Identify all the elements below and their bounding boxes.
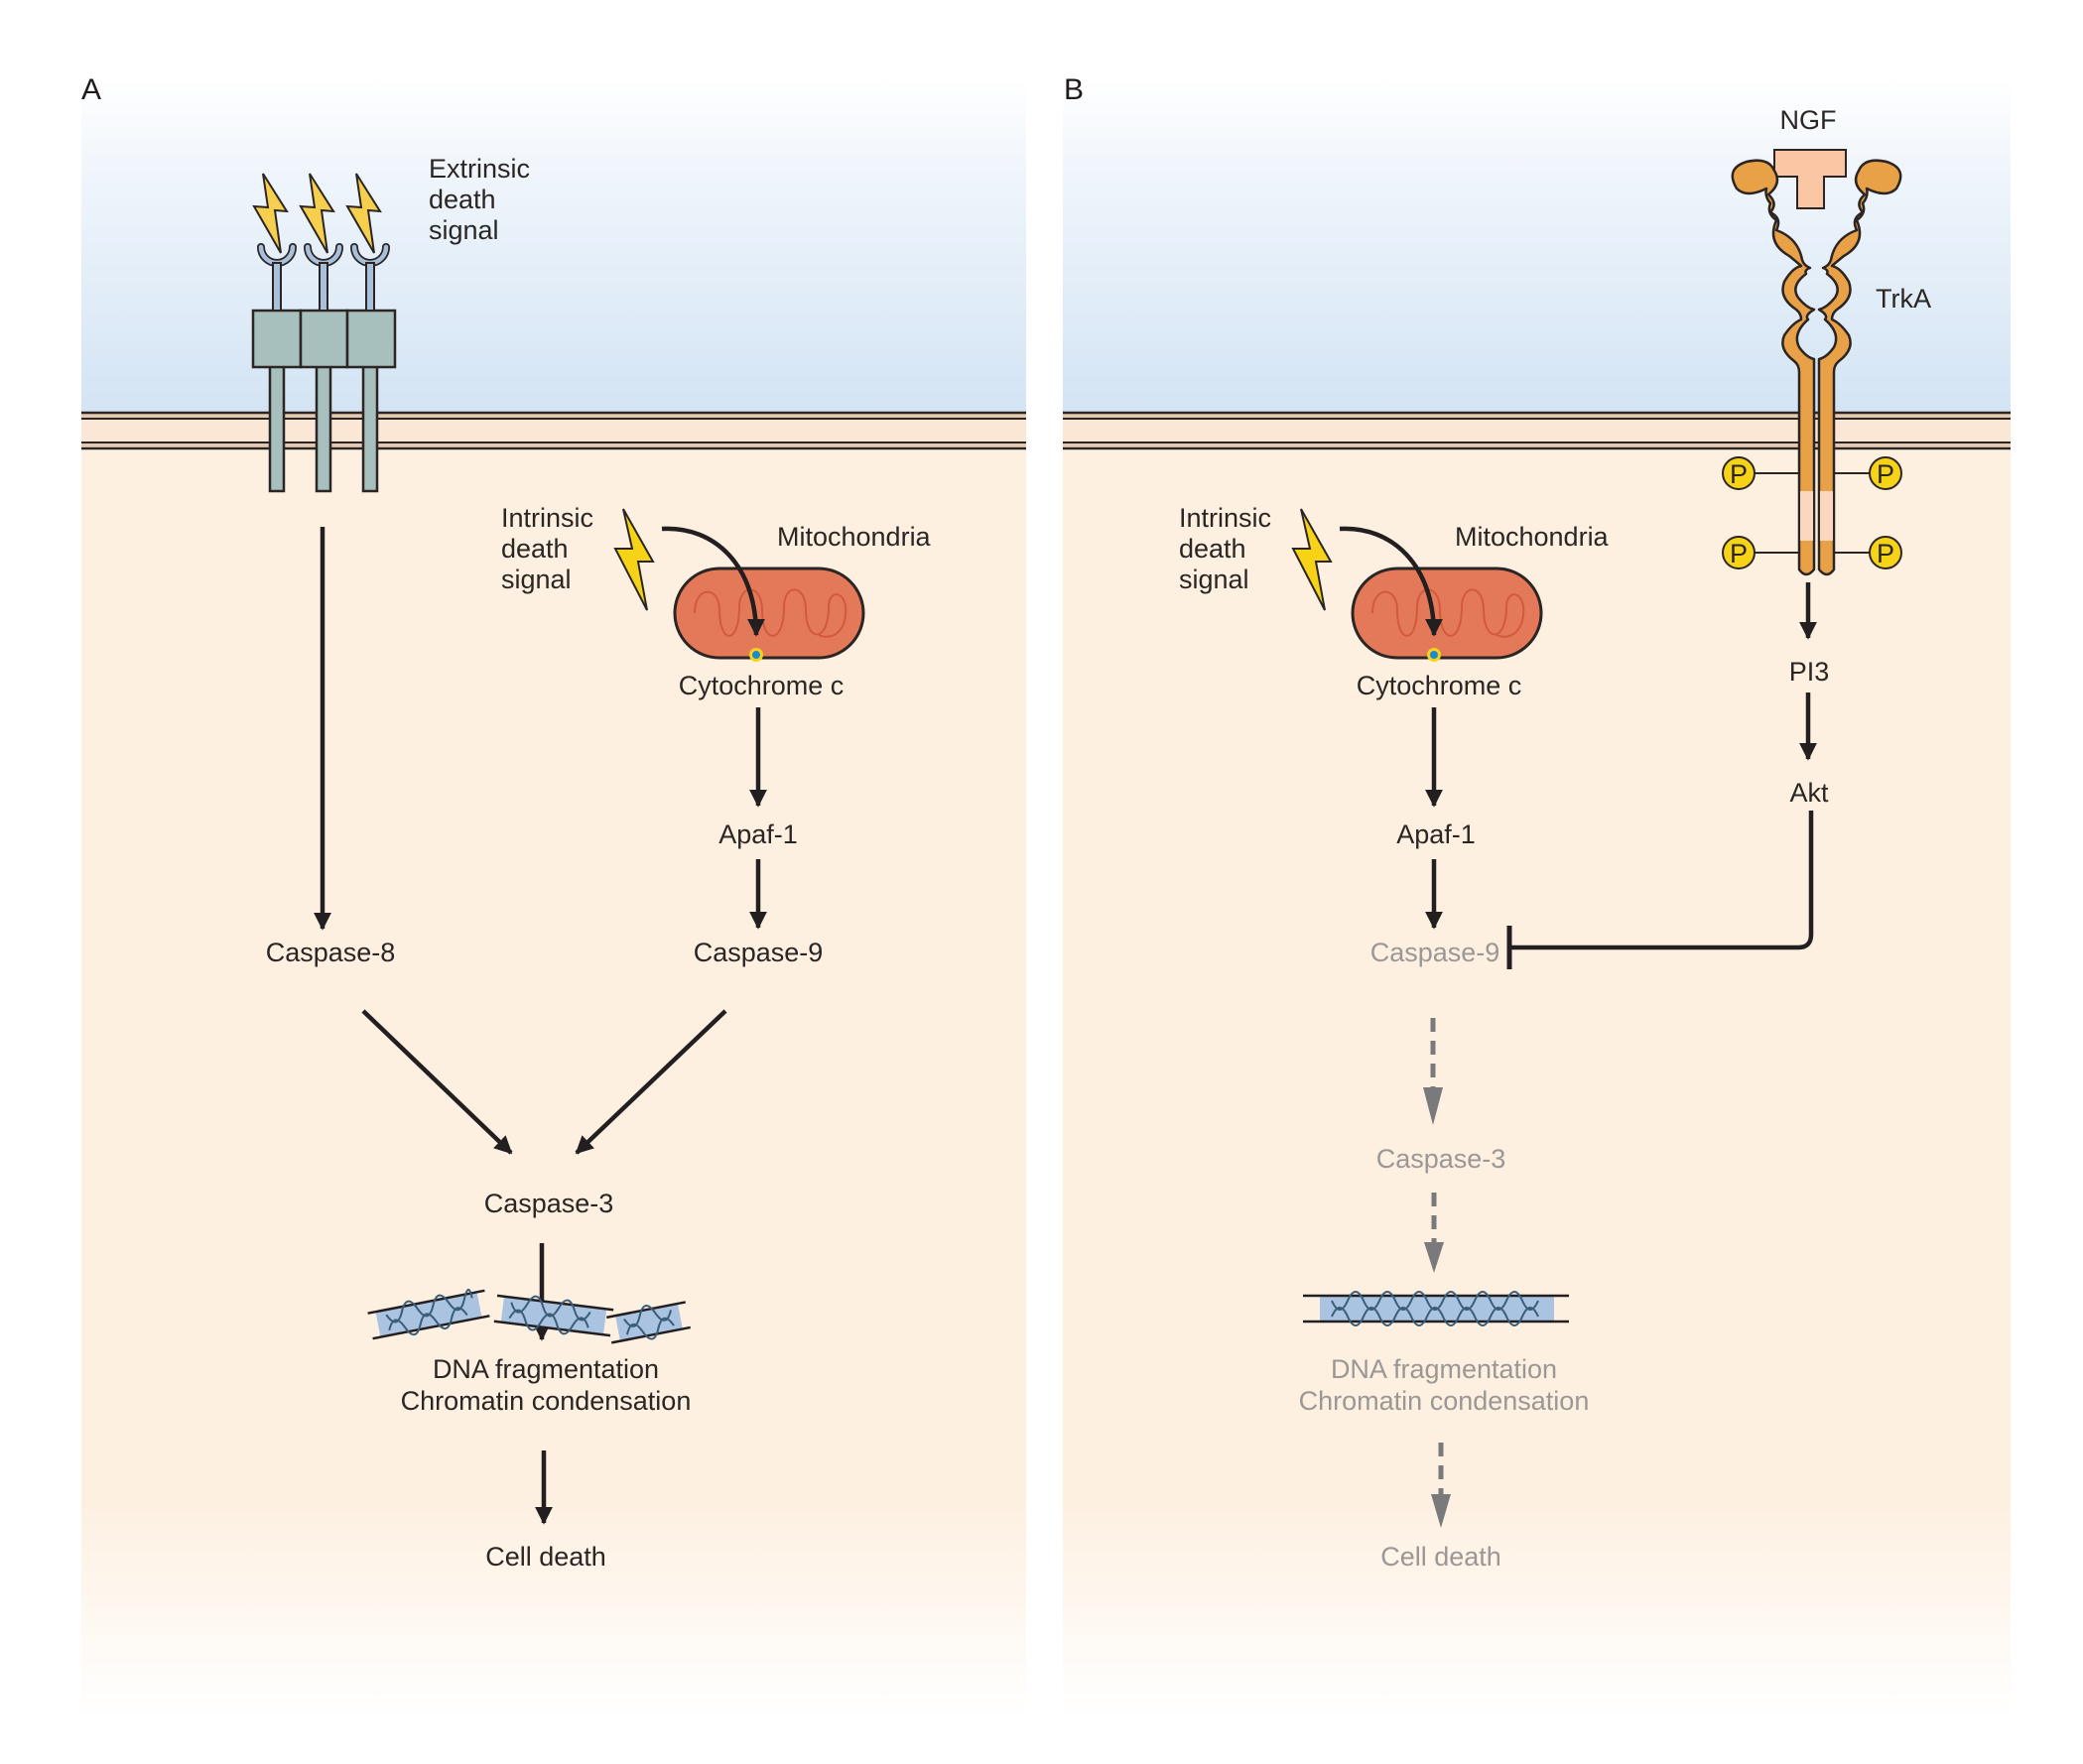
- blocked-arrowhead: [1431, 1494, 1451, 1528]
- lightning-icon: [1291, 508, 1333, 611]
- trka-kinase-light-segments: [1800, 491, 1833, 541]
- svg-text:P: P: [1877, 459, 1894, 489]
- intrinsic-signal-label: Intrinsic death signal: [501, 503, 593, 594]
- plasma-membrane: [81, 411, 1026, 450]
- arrow-caspase8-to-caspase3: [361, 1009, 513, 1155]
- svg-text:death: death: [429, 185, 496, 214]
- death-receptor-complex: [251, 173, 397, 493]
- receptor-ligand-cups: [257, 243, 390, 312]
- cytoplasm: [1063, 448, 2011, 1718]
- cytochrome-c-label: Cytochrome c: [1357, 671, 1522, 700]
- intrinsic-arrow: [1339, 526, 1443, 637]
- inhibition-akt-to-caspase9: [1509, 811, 1814, 950]
- panel-label-a: A: [81, 73, 101, 106]
- phosphate-icon: P: [1722, 456, 1799, 490]
- caspase9-label: Caspase-9: [694, 938, 824, 967]
- blocked-arrowhead: [1424, 1242, 1444, 1273]
- dna-fragmentation-label: DNA fragmentation: [433, 1354, 659, 1384]
- cytochrome-c-icon: [749, 648, 763, 662]
- caspase8-label: Caspase-8: [266, 938, 396, 967]
- extracellular-space: [1063, 79, 2011, 412]
- svg-text:P: P: [1730, 539, 1748, 568]
- svg-text:P: P: [1730, 459, 1748, 489]
- pi3-label: PI3: [1789, 657, 1830, 687]
- extrinsic-signal-label: Extrinsic death signal: [429, 154, 530, 245]
- cell-death-label: Cell death: [485, 1542, 606, 1572]
- mitochondria-label: Mitochondria: [1455, 522, 1610, 552]
- svg-text:death: death: [1179, 534, 1246, 564]
- plasma-membrane: [1063, 411, 2011, 450]
- phosphate-icon: P: [1834, 456, 1902, 490]
- caspase3-label: Caspase-3: [484, 1189, 614, 1218]
- intact-dna-icon: [1303, 1291, 1569, 1326]
- phosphate-icon: P: [1722, 536, 1799, 569]
- ngf-label: NGF: [1780, 105, 1837, 135]
- phosphate-groups: P P P P: [1722, 456, 1902, 569]
- cell-death-label-inhibited: Cell death: [1380, 1542, 1501, 1572]
- lightning-icon: [252, 173, 382, 254]
- arrow-caspase9-to-caspase3: [575, 1009, 727, 1155]
- cytochrome-c-icon: [1427, 648, 1441, 662]
- svg-text:signal: signal: [1179, 565, 1249, 594]
- mitochondrion: [673, 567, 865, 660]
- caspase9-label-inhibited: Caspase-9: [1370, 938, 1500, 967]
- caspase3-label-inhibited: Caspase-3: [1376, 1144, 1506, 1174]
- apaf1-label: Apaf-1: [718, 819, 798, 849]
- intrinsic-signal-label: Intrinsic death signal: [1179, 503, 1271, 594]
- lightning-icon: [613, 508, 655, 611]
- trka-label: TrkA: [1876, 284, 1931, 314]
- blocked-arrowhead: [1423, 1087, 1443, 1125]
- svg-text:signal: signal: [501, 565, 572, 594]
- mitochondria-label: Mitochondria: [777, 522, 932, 552]
- chromatin-condensation-label: Chromatin condensation: [401, 1386, 692, 1416]
- svg-text:Intrinsic: Intrinsic: [1179, 503, 1271, 533]
- panel-b: B NGF TrkA P P: [1063, 73, 2011, 1718]
- panel-a: A: [81, 73, 1026, 1718]
- ngf-ligand: [1773, 149, 1847, 209]
- extracellular-space: [81, 79, 1026, 412]
- mitochondrion: [1351, 567, 1543, 660]
- chromatin-condensation-label-inhibited: Chromatin condensation: [1299, 1386, 1590, 1416]
- apaf1-label: Apaf-1: [1396, 819, 1476, 849]
- cytochrome-c-label: Cytochrome c: [679, 671, 845, 700]
- fragmented-dna-icon: [367, 1288, 691, 1344]
- akt-label: Akt: [1789, 778, 1829, 808]
- svg-text:P: P: [1877, 539, 1894, 568]
- intrinsic-arrow: [661, 526, 765, 637]
- svg-text:Intrinsic: Intrinsic: [501, 503, 593, 533]
- svg-text:Extrinsic: Extrinsic: [429, 154, 530, 184]
- phosphate-icon: P: [1834, 536, 1902, 569]
- receptor-boxes: [251, 309, 397, 369]
- svg-text:signal: signal: [429, 215, 499, 245]
- panel-label-b: B: [1064, 73, 1084, 106]
- cytoplasm: [81, 448, 1026, 1718]
- svg-text:death: death: [501, 534, 569, 564]
- dna-fragmentation-label-inhibited: DNA fragmentation: [1331, 1354, 1557, 1384]
